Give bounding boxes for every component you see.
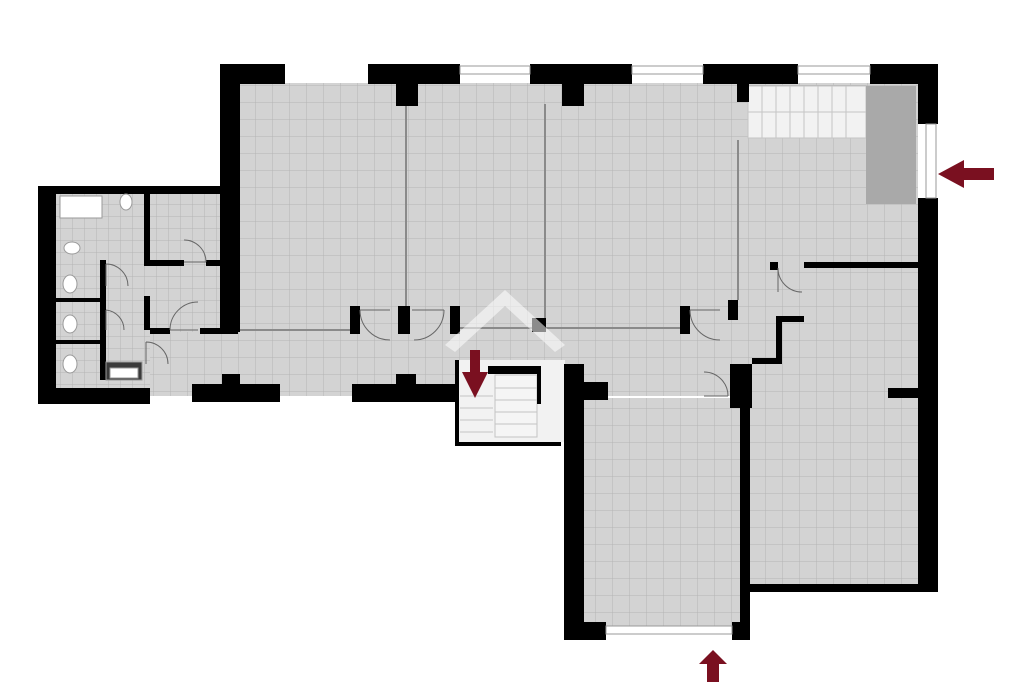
arrow-icon <box>462 160 994 682</box>
bathroom-fixtures <box>59 193 143 381</box>
shower-icon <box>59 195 103 219</box>
toilet-icon <box>62 314 78 334</box>
storage-block <box>866 86 916 204</box>
window-north-3 <box>797 65 871 75</box>
window-east <box>925 123 937 199</box>
house-watermark-icon <box>445 290 565 352</box>
toilet-icon <box>119 193 133 211</box>
east-entrance-arrow <box>938 160 994 188</box>
door-swing-icon <box>105 239 803 397</box>
toilet-icon <box>62 274 78 294</box>
stair-flight-south <box>494 374 538 438</box>
toilet-icon <box>62 354 78 374</box>
sink-icon <box>109 367 139 379</box>
window-north-2 <box>631 65 704 75</box>
south-entrance-arrow <box>699 650 727 682</box>
glass-partitions <box>240 104 739 331</box>
staircase-icon <box>460 85 916 438</box>
window-south <box>605 625 733 635</box>
stair-down-arrow <box>462 350 488 398</box>
south-room <box>580 398 742 626</box>
walls <box>38 64 938 640</box>
east-room <box>750 262 918 584</box>
sink-icon <box>63 241 81 255</box>
window-north-1 <box>459 65 531 75</box>
floor-areas <box>54 83 918 626</box>
windows <box>459 65 937 635</box>
